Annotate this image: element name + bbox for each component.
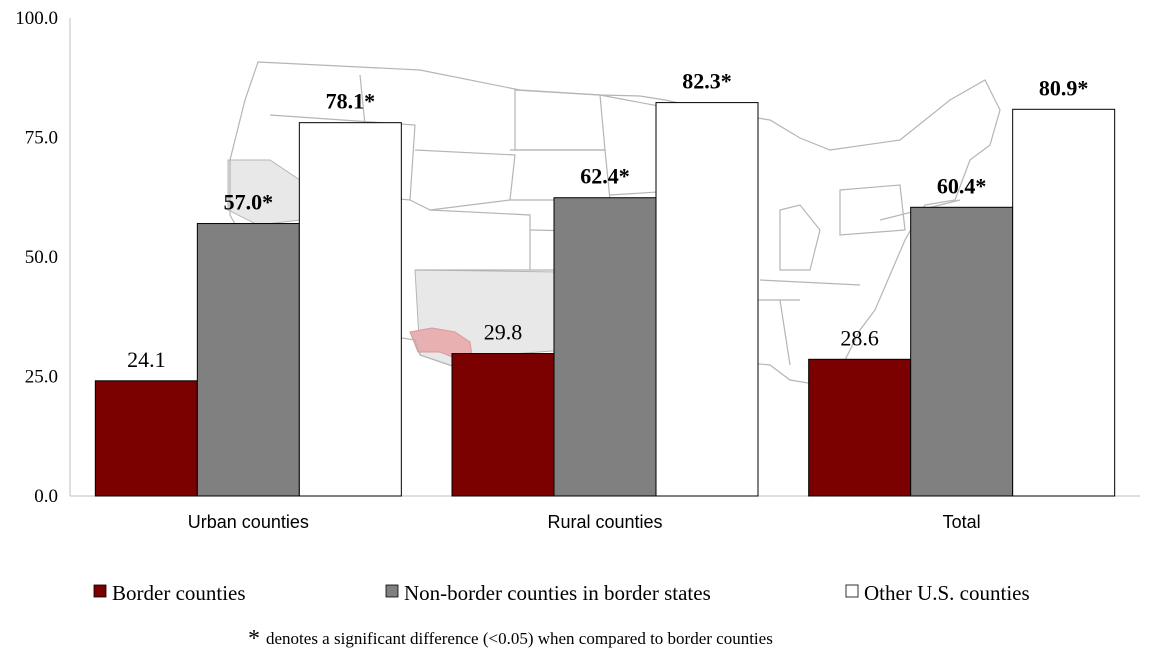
y-tick-label: 25.0 [25, 367, 58, 388]
legend-swatch-other-us-counties [845, 584, 859, 598]
data-label: 82.3* [682, 69, 732, 94]
y-tick-label: 75.0 [25, 128, 58, 149]
data-label: 24.1 [127, 347, 166, 372]
data-label: 29.8 [484, 320, 523, 345]
y-tick-labels: 0.0 25.0 50.0 75.0 100.0 [15, 8, 58, 507]
footnote-text: denotes a significant difference (<0.05)… [266, 629, 773, 648]
category-label: Urban counties [188, 512, 309, 532]
bar [655, 102, 759, 497]
footnote-marker: * [248, 626, 260, 652]
legend-swatch-border-counties [93, 584, 107, 598]
category-labels: Urban counties Rural counties Total [188, 512, 981, 532]
data-label: 57.0* [224, 190, 274, 215]
bar [451, 353, 555, 497]
data-labels: 24.1 57.0* 78.1* 29.8 62.4* 82.3* 28.6 60.4* 80.… [127, 69, 1088, 372]
data-label: 60.4* [937, 173, 987, 198]
data-label: 62.4* [580, 164, 630, 189]
bar [553, 197, 657, 497]
legend-label-border-counties: Border counties [112, 581, 246, 605]
bar [196, 223, 300, 497]
category-label: Rural counties [547, 512, 662, 532]
bar [94, 380, 198, 497]
bar [808, 358, 912, 497]
category-label: Total [943, 512, 981, 532]
data-label: 80.9* [1039, 75, 1089, 100]
legend: Border counties Non-border counties in b… [93, 581, 1030, 605]
data-label: 28.6 [840, 325, 879, 350]
bars [94, 102, 1116, 497]
y-tick-label: 0.0 [34, 486, 58, 507]
y-tick-label: 100.0 [15, 8, 58, 29]
bar [910, 206, 1014, 497]
bar [1012, 108, 1116, 497]
legend-label-other-us-counties: Other U.S. counties [864, 581, 1030, 605]
y-tick-label: 50.0 [25, 247, 58, 268]
data-label: 78.1* [326, 89, 376, 114]
legend-swatch-non-border-counties [385, 584, 399, 598]
bar [298, 122, 402, 497]
us-map-background [227, 61, 1001, 421]
legend-label-non-border-counties: Non-border counties in border states [404, 581, 711, 605]
